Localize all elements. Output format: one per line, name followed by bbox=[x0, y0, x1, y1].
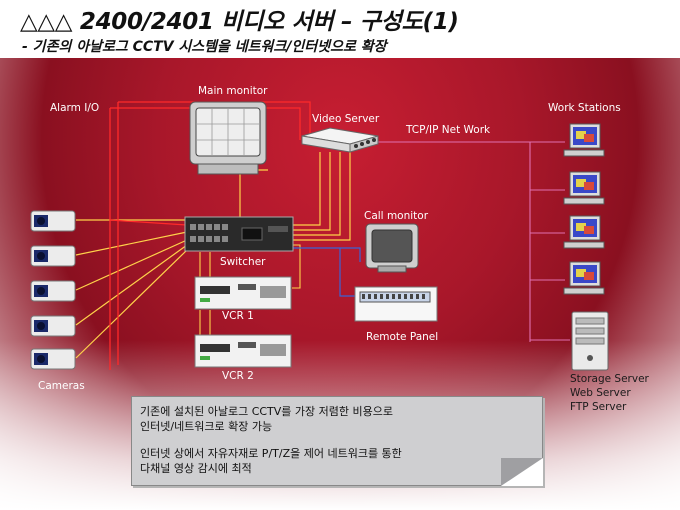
remote-wires bbox=[290, 247, 361, 297]
switcher-label: Switcher bbox=[220, 256, 266, 268]
remote-panel-label: Remote Panel bbox=[366, 331, 439, 343]
vcr1-label: VCR 1 bbox=[222, 310, 254, 322]
page-title: △△△ 2400/2401 비디오 서버 – 구성도(1) bbox=[20, 9, 459, 35]
switcher-icon bbox=[184, 216, 294, 252]
camera-wires bbox=[75, 219, 188, 359]
vcr-wires bbox=[199, 244, 301, 336]
tcpip-network-label: TCP/IP Net Work bbox=[406, 124, 491, 136]
page-fold-corner bbox=[501, 458, 543, 486]
workstation-icon bbox=[563, 261, 605, 295]
camera-icon bbox=[30, 280, 76, 302]
camera-icon bbox=[30, 245, 76, 267]
workstation-icon bbox=[563, 171, 605, 205]
call-monitor-label: Call monitor bbox=[364, 210, 429, 222]
note-line: 기존에 설치된 아날로그 CCTV를 가장 저렴한 비용으로 bbox=[140, 405, 393, 418]
alarm-wires bbox=[109, 101, 311, 370]
vcr1-icon bbox=[194, 276, 292, 310]
camera-icon bbox=[30, 210, 76, 232]
remote-panel-icon bbox=[354, 286, 438, 322]
ftp-server-label: FTP Server bbox=[570, 401, 627, 413]
alarm-io-label: Alarm I/O bbox=[50, 102, 100, 114]
video-server-label: Video Server bbox=[312, 113, 380, 125]
workstation-icon bbox=[563, 215, 605, 249]
vcr2-label: VCR 2 bbox=[222, 370, 254, 382]
note-line: 인터넷 상에서 자유자재로 P/T/Z을 제어 네트워크를 통한 bbox=[140, 447, 402, 460]
network-wires bbox=[376, 141, 570, 342]
video-server-icon bbox=[301, 127, 379, 153]
storage-server-label: Storage Server bbox=[570, 373, 649, 385]
camera-icon bbox=[30, 315, 76, 337]
header: △△△ 2400/2401 비디오 서버 – 구성도(1) - 기존의 아날로그… bbox=[0, 0, 680, 58]
vcr2-icon bbox=[194, 334, 292, 368]
call-monitor-icon bbox=[365, 223, 419, 273]
workstation-icon bbox=[563, 123, 605, 157]
description-note: 기존에 설치된 아날로그 CCTV를 가장 저렴한 비용으로 인터넷/네트워크로… bbox=[131, 396, 543, 486]
page-subtitle: - 기존의 아날로그 CCTV 시스템을 네트워크/인터넷으로 확장 bbox=[22, 39, 387, 55]
video-server-wires bbox=[239, 152, 351, 241]
cameras-label: Cameras bbox=[38, 380, 85, 392]
camera-icon bbox=[30, 348, 76, 370]
note-line: 인터넷/네트워크로 확장 가능 bbox=[140, 420, 273, 433]
main-monitor-label: Main monitor bbox=[198, 85, 268, 97]
work-stations-label: Work Stations bbox=[548, 102, 621, 114]
main-monitor-icon bbox=[189, 101, 267, 175]
note-line: 다채널 영상 감시에 최적 bbox=[140, 462, 252, 475]
server-tower-icon bbox=[571, 311, 609, 371]
web-server-label: Web Server bbox=[570, 387, 631, 399]
